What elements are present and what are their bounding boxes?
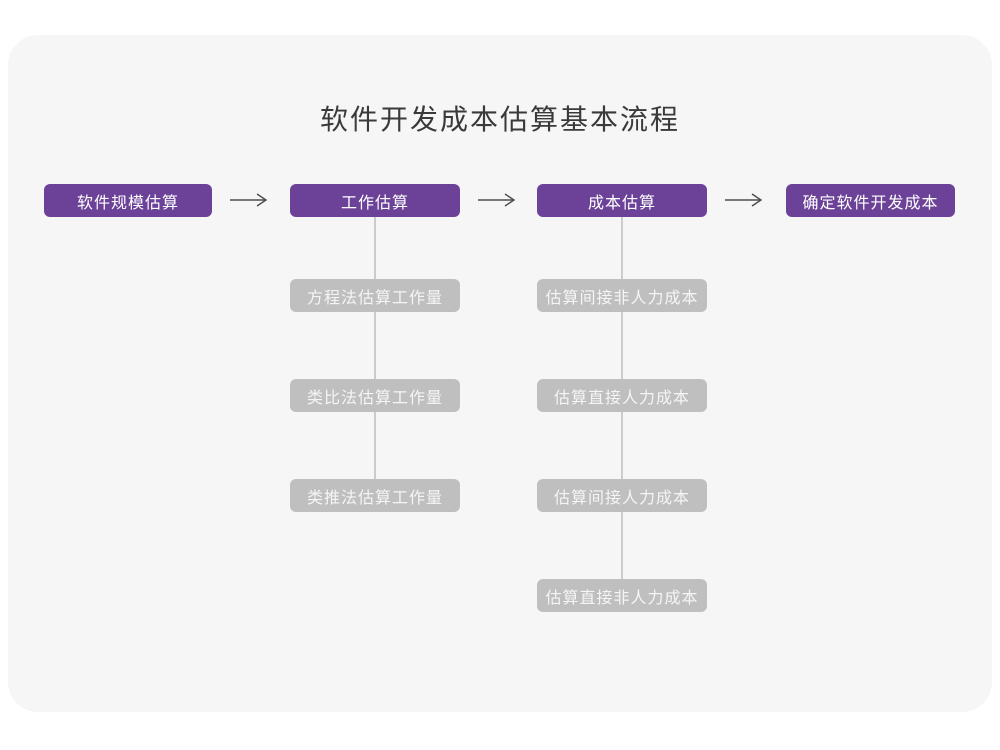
vertical-connector-work-estimation: [374, 217, 376, 492]
flowchart-card: [8, 35, 992, 712]
sub-box-direct-non-labor-cost: 估算直接非人力成本: [537, 579, 707, 612]
sub-box-direct-labor-cost: 估算直接人力成本: [537, 379, 707, 412]
sub-box-indirect-labor-cost: 估算间接人力成本: [537, 479, 707, 512]
stage-label: 确定软件开发成本: [802, 194, 939, 212]
sub-box-label: 估算间接非人力成本: [545, 289, 699, 307]
stage-label: 成本估算: [587, 194, 656, 212]
sub-box-label: 方程法估算工作量: [306, 289, 443, 307]
sub-box-label: 估算间接人力成本: [553, 489, 690, 507]
sub-box-label: 类推法估算工作量: [306, 489, 443, 507]
sub-box-indirect-non-labor-cost: 估算间接非人力成本: [537, 279, 707, 312]
stage-box-cost-estimation: 成本估算: [537, 184, 707, 217]
stage-label: 软件规模估算: [76, 194, 179, 212]
diagram-title: 软件开发成本估算基本流程: [319, 104, 680, 135]
sub-box-label: 类比法估算工作量: [306, 389, 443, 407]
sub-box-label: 估算直接人力成本: [553, 389, 690, 407]
sub-box-extrapolation-method: 类推法估算工作量: [290, 479, 460, 512]
stage-box-software-scale-estimation: 软件规模估算: [44, 184, 212, 217]
right-arrow-icon: [725, 193, 763, 207]
sub-box-analogy-method: 类比法估算工作量: [290, 379, 460, 412]
right-arrow-icon: [230, 193, 268, 207]
stage-label: 工作估算: [340, 194, 409, 212]
sub-box-label: 估算直接非人力成本: [545, 589, 699, 607]
stage-box-work-estimation: 工作估算: [290, 184, 460, 217]
sub-box-equation-method: 方程法估算工作量: [290, 279, 460, 312]
stage-box-determine-development-cost: 确定软件开发成本: [786, 184, 955, 217]
right-arrow-icon: [478, 193, 516, 207]
